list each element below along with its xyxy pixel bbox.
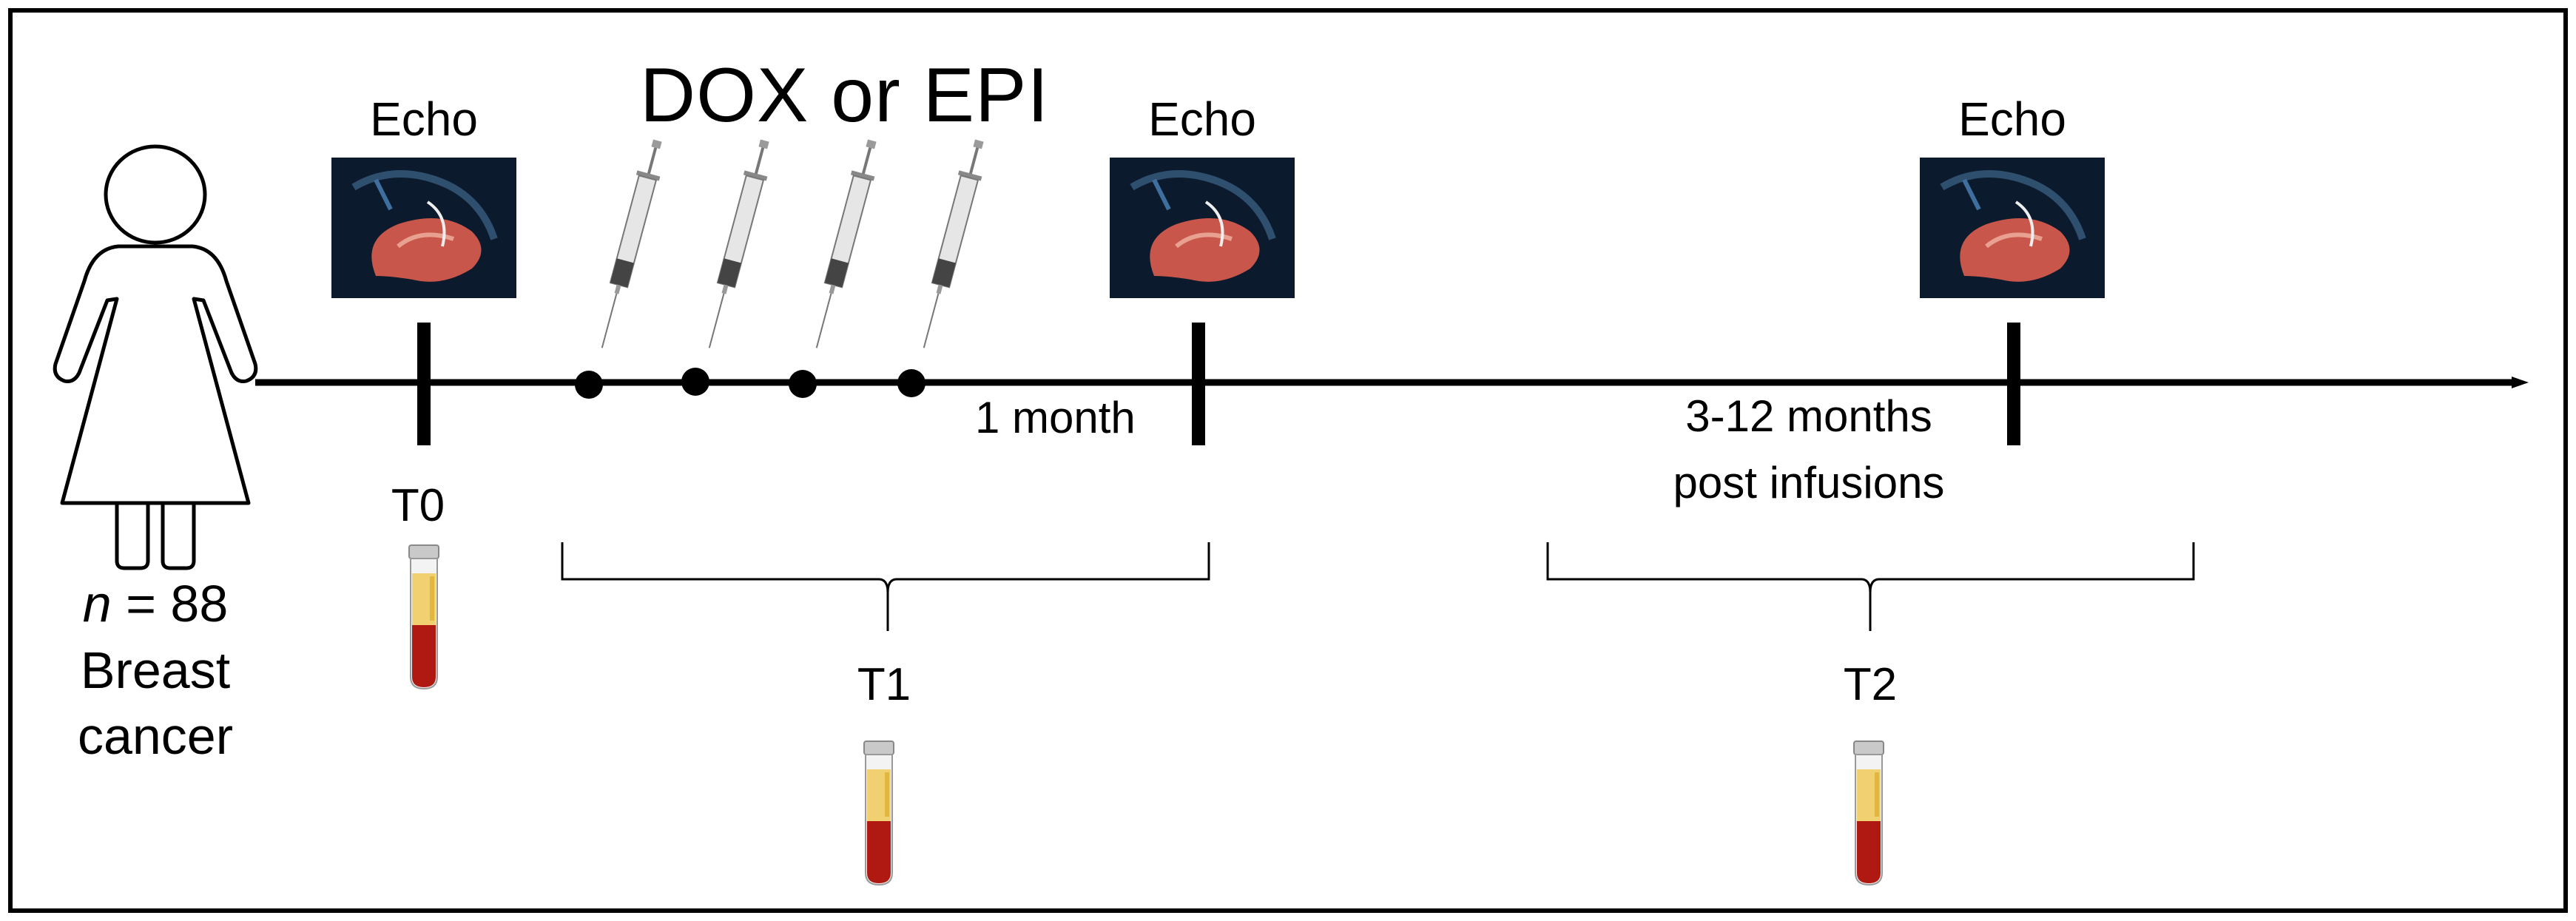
echo-image-post-infusions	[1920, 158, 2105, 298]
cohort-n-symbol: n	[82, 575, 112, 632]
echo-label: Echo	[1958, 92, 2066, 146]
timepoint-t1: T1	[857, 659, 911, 710]
cohort-label: n = 88 Breast cancer	[37, 571, 274, 770]
outer-border	[8, 8, 2568, 913]
brace-t2	[1546, 542, 2195, 631]
blood-tube-icon-t2	[1848, 740, 1889, 888]
echo-label: Echo	[1148, 92, 1256, 146]
drug-title: DOX or EPI	[640, 53, 1050, 138]
infusion-dot	[789, 370, 817, 398]
echo-label: Echo	[370, 92, 478, 146]
cohort-n-line: n = 88	[37, 571, 274, 638]
blood-tube-icon-t0	[403, 544, 445, 692]
echo-image-t0	[331, 158, 516, 298]
heart-echo-icon	[331, 158, 516, 298]
echo-image-1-month	[1110, 158, 1295, 298]
cohort-line3: cancer	[77, 707, 234, 766]
infusion-dot	[897, 369, 925, 397]
patient-figure-icon	[53, 144, 258, 570]
timeline-arrowhead	[2512, 377, 2529, 388]
cohort-n-value: = 88	[111, 575, 229, 632]
syringe-icon	[906, 137, 995, 359]
duration-one-month: 1 month	[975, 393, 1136, 442]
infusion-dot	[681, 368, 709, 396]
syringe-icon	[692, 137, 780, 359]
heart-echo-icon	[1110, 158, 1295, 298]
infusion-dots	[575, 368, 925, 399]
duration-post-line2: post infusions	[1673, 458, 1945, 507]
heart-echo-icon	[1920, 158, 2105, 298]
infusion-dot	[575, 371, 603, 399]
duration-post-line1: 3-12 months	[1685, 391, 1932, 441]
timepoint-t2: T2	[1843, 659, 1898, 710]
brace-t1	[561, 542, 1210, 631]
syringe-icon	[584, 137, 673, 359]
timepoint-t0: T0	[391, 480, 445, 531]
syringe-icon	[799, 137, 888, 359]
cohort-line2: Breast	[80, 641, 231, 699]
blood-tube-icon-t1	[858, 740, 900, 888]
